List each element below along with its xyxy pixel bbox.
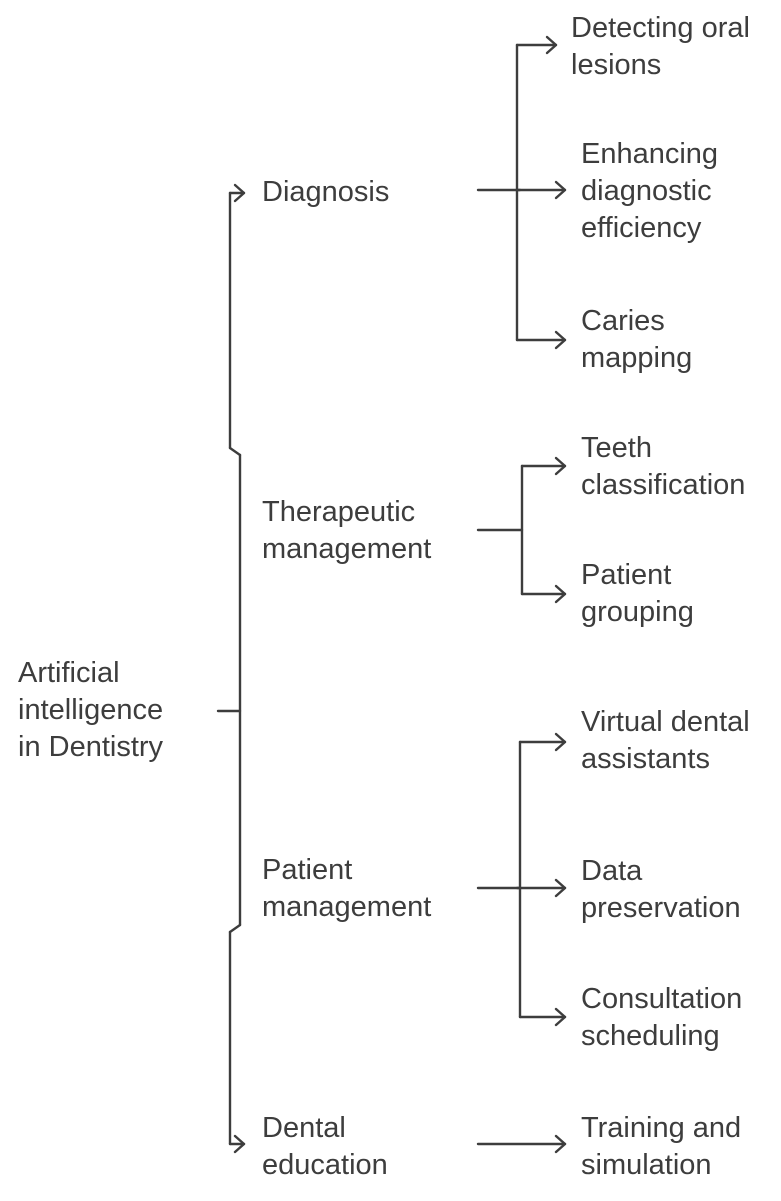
- leaf-label-line: lesions: [571, 49, 662, 81]
- leaf-label-line: grouping: [581, 596, 694, 628]
- branch-label-line: management: [262, 533, 432, 565]
- leaf-patient-grouping-label: Patient grouping: [581, 557, 694, 631]
- branch-label-line: Diagnosis: [262, 176, 390, 208]
- branch-label-line: Dental: [262, 1112, 346, 1144]
- branch-label-line: education: [262, 1149, 388, 1181]
- leaf-teeth-classification-label: Teeth classification: [581, 430, 745, 504]
- root-bracket-joint: [228, 446, 242, 457]
- leaf-label-line: simulation: [581, 1149, 712, 1181]
- leaf-enhancing-diagnostic-efficiency-label: Enhancing diagnostic efficiency: [581, 136, 718, 247]
- branch-label-line: management: [262, 891, 432, 923]
- leaf-label-line: assistants: [581, 743, 710, 775]
- arrowhead-caries-mapping: [554, 330, 567, 350]
- arrowhead-detecting-oral-lesions: [545, 35, 558, 55]
- root-label-line: intelligence: [18, 694, 164, 726]
- root-bracket-joint: [228, 923, 242, 934]
- branch-patient-management-label: Patient management: [262, 852, 431, 926]
- leaf-label-line: Virtual dental: [581, 706, 750, 738]
- arrowhead-enhancing-diagnostic-efficiency: [554, 180, 567, 200]
- leaf-label-line: mapping: [581, 342, 693, 374]
- leaf-label-line: Training and: [581, 1112, 742, 1144]
- leaf-label-line: Data: [581, 855, 643, 887]
- arrowhead-consultation-scheduling: [554, 1007, 567, 1027]
- arrowhead-data-preservation: [554, 878, 567, 898]
- root-label-line: Artificial: [18, 657, 120, 689]
- leaf-label-line: scheduling: [581, 1020, 720, 1052]
- branch-dental-education-label: Dental education: [262, 1110, 388, 1184]
- leaf-label-line: Detecting oral: [571, 12, 750, 44]
- leaf-data-preservation-label: Data preservation: [581, 853, 741, 927]
- arrowhead-patient-grouping: [554, 584, 567, 604]
- arrowhead-diagnosis: [233, 183, 246, 203]
- leaf-consultation-scheduling-label: Consultation scheduling: [581, 981, 742, 1055]
- root-node-label: Artificial intelligence in Dentistry: [18, 655, 163, 766]
- leaf-label-line: Patient: [581, 559, 672, 591]
- arrowhead-training-and-simulation: [554, 1134, 567, 1154]
- branch-label-line: Therapeutic: [262, 496, 416, 528]
- arrowhead-dental-education: [233, 1134, 246, 1154]
- leaf-training-and-simulation-label: Training and simulation: [581, 1110, 741, 1184]
- leaf-label-line: Caries: [581, 305, 665, 337]
- leaf-label-line: Enhancing: [581, 138, 719, 170]
- leaf-label-line: Teeth: [581, 432, 652, 464]
- leaf-label-line: diagnostic: [581, 175, 712, 207]
- leaf-label-line: preservation: [581, 892, 741, 924]
- leaf-label-line: efficiency: [581, 212, 702, 244]
- branch-label-line: Patient: [262, 854, 353, 886]
- branch-therapeutic-management-label: Therapeutic management: [262, 494, 431, 568]
- leaf-caries-mapping-label: Caries mapping: [581, 303, 692, 377]
- leaf-label-line: Consultation: [581, 983, 743, 1015]
- leaf-detecting-oral-lesions-label: Detecting oral lesions: [571, 10, 750, 84]
- branch-diagnosis-label: Diagnosis: [262, 174, 389, 211]
- leaf-virtual-dental-assistants-label: Virtual dental assistants: [581, 704, 750, 778]
- arrowhead-teeth-classification: [554, 456, 567, 476]
- leaf-label-line: classification: [581, 469, 746, 501]
- root-label-line: in Dentistry: [18, 731, 164, 763]
- arrowhead-virtual-dental-assistants: [554, 732, 567, 752]
